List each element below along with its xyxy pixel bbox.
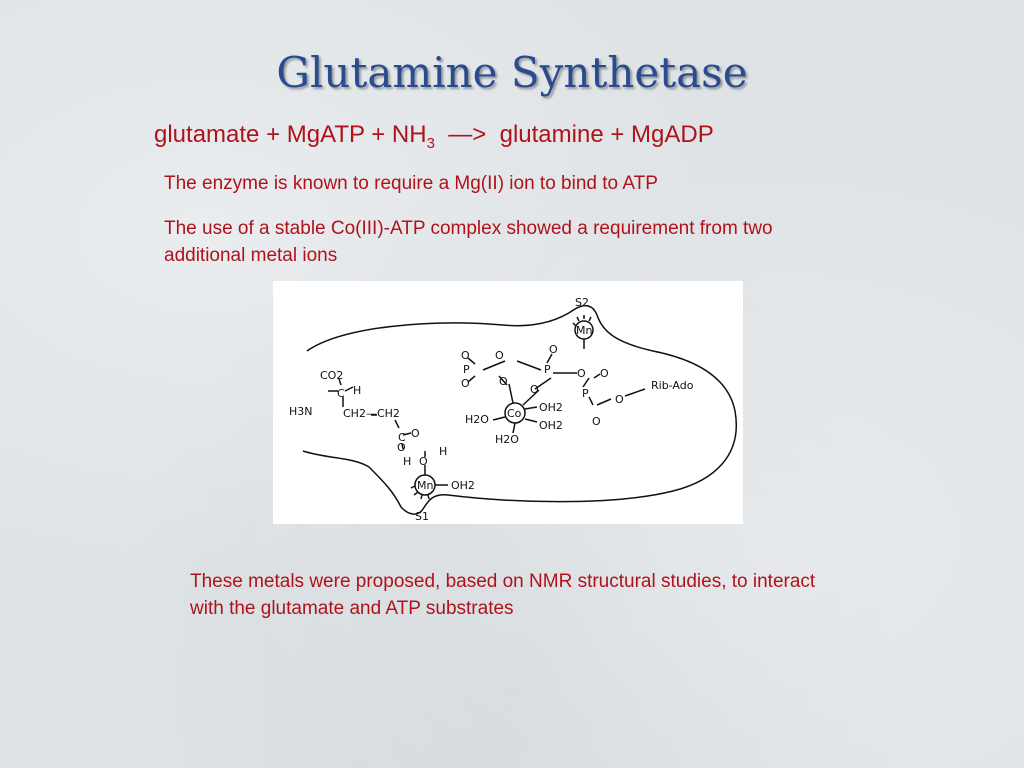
nmr-studies-text: These metals were proposed, based on NMR…: [190, 571, 816, 619]
co-label: Co: [507, 407, 522, 420]
active-site-svg: S2 Mn S1 Mn Co Rib-Ado OH2 OH2 OH2 H2O H…: [289, 296, 737, 523]
alpha-carbon: C: [337, 387, 345, 400]
oxygen-10: O: [530, 383, 539, 396]
equation-arrow: —>: [434, 121, 500, 148]
side-chain-label: CH2—CH2: [343, 407, 400, 420]
equation-reactants: glutamate + MgATP + NH: [154, 121, 427, 148]
carboxylate-label: CO2: [320, 369, 343, 382]
slide-title: Glutamine Synthetase: [276, 48, 748, 97]
mn-s1-label: Mn: [417, 479, 433, 492]
co-complex-text: The use of a stable Co(III)-ATP complex …: [164, 218, 773, 266]
gamma-phosphate: P: [582, 387, 589, 400]
bridging-hydrogen-2: H: [439, 445, 447, 458]
ammonium-label: H3N: [289, 405, 313, 418]
enzyme-outline: [302, 304, 737, 515]
co-water-3: H2O: [465, 413, 489, 426]
oxygen-5: O: [577, 367, 586, 380]
oxygen-11: O: [411, 427, 420, 440]
oxygen-1: O: [461, 349, 470, 362]
oxygen-2: O: [461, 377, 470, 390]
alpha-phosphate: P: [463, 363, 470, 376]
beta-phosphate: P: [544, 363, 551, 376]
reaction-equation: glutamate + MgATP + NH3 —> glutamine + M…: [154, 121, 714, 152]
oxygen-8: O: [592, 415, 601, 428]
co-water-4: H2O: [495, 433, 519, 446]
co-water-1: OH2: [539, 401, 563, 414]
equation-products: glutamine + MgADP: [499, 121, 714, 148]
oxygen-9: O: [499, 375, 508, 388]
oxygen-12: O: [397, 441, 406, 454]
bridging-oxygen: O: [419, 455, 428, 468]
mn-s1-water: OH2: [451, 479, 475, 492]
s1-label: S1: [415, 510, 429, 523]
active-site-diagram: S2 Mn S1 Mn Co Rib-Ado OH2 OH2 OH2 H2O H…: [273, 281, 743, 524]
s2-label: S2: [575, 296, 589, 309]
gamma-carbon: C: [398, 431, 406, 444]
rib-ado-label: Rib-Ado: [651, 379, 694, 392]
equation-subscript: 3: [426, 134, 435, 152]
mn-s2-label: Mn: [576, 324, 592, 337]
bridging-hydrogen-1: H: [403, 455, 411, 468]
oxygen-3: O: [495, 349, 504, 362]
co-water-2: OH2: [539, 419, 563, 432]
mg-requirement-text: The enzyme is known to require a Mg(II) …: [164, 173, 658, 194]
oxygen-7: O: [615, 393, 624, 406]
oxygen-4: O: [549, 343, 558, 356]
alpha-hydrogen: H: [353, 384, 361, 397]
oxygen-6: O: [600, 367, 609, 380]
